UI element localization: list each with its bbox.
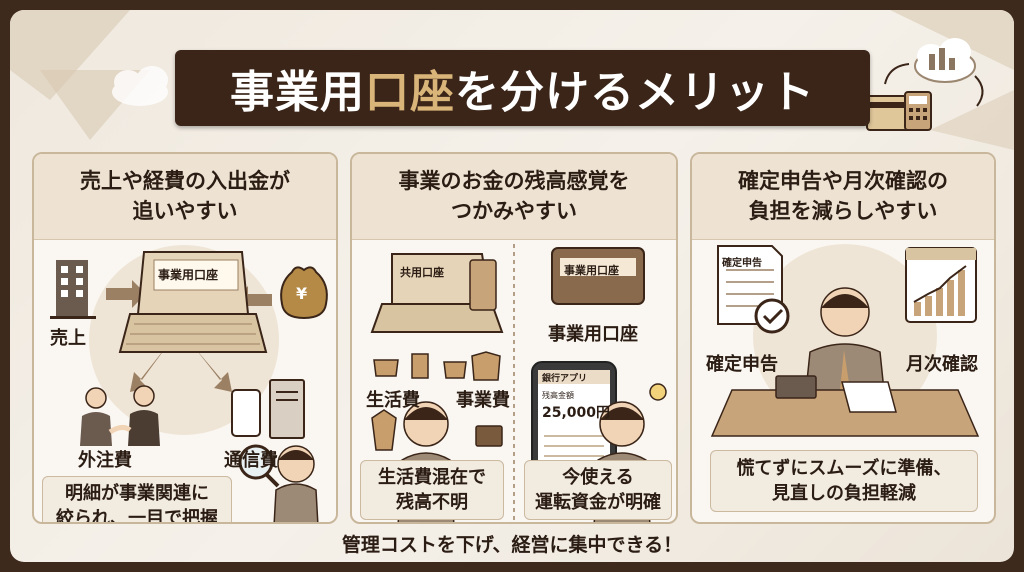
doc-title: 確定申告 (722, 258, 762, 269)
laptop-label: 事業用口座 (158, 268, 219, 282)
label-telecom: 通信費 (224, 450, 278, 471)
right-box-line1: 今使える (562, 466, 634, 488)
label-living: 生活費 (366, 390, 420, 411)
label-business: 事業費 (456, 390, 510, 411)
calendar-chart-icon (905, 247, 977, 323)
label-monthly: 月次確認 (906, 354, 978, 375)
bottom-line2: 見直しの負担軽減 (771, 483, 916, 504)
heading-line1: 確定申告や月次確認の (738, 169, 948, 194)
panel3-illustration (710, 244, 980, 437)
yen-symbol: ¥ (296, 284, 308, 303)
title-part2: 口座 (365, 67, 455, 118)
business-card-icon (551, 247, 645, 305)
heading-line1: 売上や経費の入出金が (80, 169, 290, 194)
desk-icon (710, 375, 980, 437)
panel2-left-box: 生活費混在で残高不明 (360, 460, 504, 520)
money-bag-icon (280, 266, 328, 320)
heading-line2: 追いやすい (132, 198, 238, 223)
business-account-label: 事業用口座 (548, 324, 638, 345)
heading-line2: つかみやすい (451, 198, 577, 223)
infographic-canvas: 事業用口座を分けるメリット 売上や経費の入出金が追いやすい (10, 10, 1014, 562)
phone-balance: 25,000円 (542, 405, 611, 421)
title-part3: を分けるメリット (455, 67, 815, 118)
handshake-icon (80, 385, 160, 446)
left-box-line1: 生活費混在で (378, 466, 486, 488)
right-box-line2: 運転資金が明確 (535, 492, 661, 513)
panel3-bottom-box: 慌てずにスムーズに準備、見直しの負担軽減 (710, 450, 978, 512)
bottom-line2: 絞られ、一目で把握 (55, 508, 219, 524)
bottom-line1: 明細が事業関連に (65, 482, 209, 504)
panel1-illustration (50, 245, 328, 522)
label-sales: 売上 (50, 328, 86, 349)
cloud-icon (112, 66, 168, 106)
business-card-text: 事業用口座 (564, 264, 619, 277)
left-box-line2: 残高不明 (396, 492, 468, 513)
briefcase-icon (475, 425, 503, 447)
footer-message: 管理コストを下げ、経営に集中できる！ (341, 534, 683, 556)
magnifier-person-icon (238, 444, 319, 522)
page-title: 事業用口座を分けるメリット (175, 50, 870, 126)
panel1-bottom-box: 明細が事業関連に絞られ、一目で把握 (42, 476, 232, 524)
panel-tax-filing: 確定申告や月次確認の負担を減らしやすい (690, 152, 996, 524)
panel-heading: 確定申告や月次確認の負担を減らしやすい (692, 154, 994, 240)
shared-card-label: 共用口座 (400, 266, 444, 279)
bottom-line1: 慌てずにスムーズに準備、 (736, 457, 952, 479)
label-tax: 確定申告 (706, 354, 778, 375)
tax-document-icon (717, 245, 790, 334)
heading-line2: 負担を減らしやすい (748, 198, 938, 223)
panel-heading: 事業のお金の残高感覚をつかみやすい (352, 154, 676, 240)
phone-pc-icon (231, 379, 305, 439)
cloud-sync-icon (866, 38, 984, 131)
heading-line1: 事業のお金の残高感覚を (398, 169, 630, 194)
living-items-icon (371, 351, 501, 451)
title-part1: 事業用 (230, 67, 365, 118)
label-outsourcing: 外注費 (78, 450, 132, 471)
shared-card-icon (370, 253, 504, 333)
panel-heading: 売上や経費の入出金が追いやすい (34, 154, 336, 240)
panel-cashflow: 売上や経費の入出金が追いやすい (32, 152, 338, 524)
laptop-icon (118, 251, 268, 353)
panel2-right-box: 今使える運転資金が明確 (524, 460, 672, 520)
building-icon (50, 260, 96, 319)
panel-balance: 事業のお金の残高感覚をつかみやすい (350, 152, 678, 524)
phone-balance-caption: 残高金額 (542, 391, 574, 400)
phone-app-name: 銀行アプリ (542, 374, 588, 384)
